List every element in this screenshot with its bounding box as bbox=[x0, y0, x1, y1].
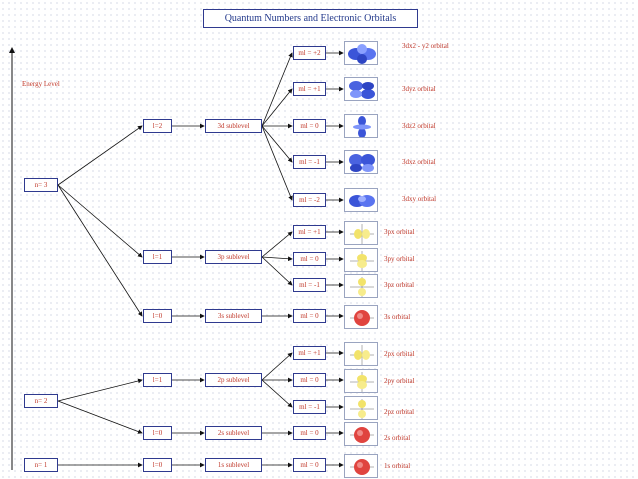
d-orbital-icon bbox=[344, 77, 378, 101]
orbital-label: 3px orbital bbox=[384, 228, 415, 236]
ml-box: ml = 0 bbox=[293, 119, 326, 133]
orbital-label: 2s orbital bbox=[384, 434, 411, 442]
ml-box: ml = -1 bbox=[293, 155, 326, 169]
sublevel-box: 2s sublevel bbox=[205, 426, 262, 440]
d-orbital-icon bbox=[344, 188, 378, 212]
n-1-box: n= 1 bbox=[24, 458, 58, 472]
orbital-label: 3dx2 - y2 orbital bbox=[402, 42, 449, 50]
sublevel-box: 3p sublevel bbox=[205, 250, 262, 264]
p-orbital-icon bbox=[344, 274, 378, 298]
l-box: l=1 bbox=[143, 373, 172, 387]
l-box: l=2 bbox=[143, 119, 172, 133]
d-orbital-icon bbox=[344, 150, 378, 174]
energy-level-label: Energy Level bbox=[22, 80, 60, 88]
l-box: l=0 bbox=[143, 458, 172, 472]
sublevel-box: 3d sublevel bbox=[205, 119, 262, 133]
orbital-label: 2py orbital bbox=[384, 377, 415, 385]
s-orbital-icon bbox=[344, 305, 378, 329]
ml-box: ml = +1 bbox=[293, 346, 326, 360]
p-orbital-icon bbox=[344, 248, 378, 272]
orbital-label: 2px orbital bbox=[384, 350, 415, 358]
p-orbital-icon bbox=[344, 369, 378, 393]
n-3-box: n= 3 bbox=[24, 178, 58, 192]
ml-box: ml = +1 bbox=[293, 82, 326, 96]
diagram-title: Quantum Numbers and Electronic Orbitals bbox=[203, 9, 418, 28]
orbital-label: 3py orbital bbox=[384, 255, 415, 263]
orbital-label: 3dxz orbital bbox=[402, 158, 436, 166]
ml-box: ml = -1 bbox=[293, 278, 326, 292]
ml-box: ml = 0 bbox=[293, 373, 326, 387]
s-orbital-icon bbox=[344, 422, 378, 446]
d-orbital-icon bbox=[344, 41, 378, 65]
sublevel-box: 3s sublevel bbox=[205, 309, 262, 323]
d-orbital-icon bbox=[344, 114, 378, 138]
orbital-label: 2pz orbital bbox=[384, 408, 415, 416]
sublevel-box: 2p sublevel bbox=[205, 373, 262, 387]
ml-box: ml = +1 bbox=[293, 225, 326, 239]
ml-box: ml = +2 bbox=[293, 46, 326, 60]
orbital-label: 3dyz orbital bbox=[402, 85, 436, 93]
ml-box: ml = 0 bbox=[293, 426, 326, 440]
orbital-label: 3dz2 orbital bbox=[402, 122, 436, 130]
n-2-box: n= 2 bbox=[24, 394, 58, 408]
orbital-label: 3pz orbital bbox=[384, 281, 415, 289]
p-orbital-icon bbox=[344, 221, 378, 245]
sublevel-box: 1s sublevel bbox=[205, 458, 262, 472]
ml-box: ml = -2 bbox=[293, 193, 326, 207]
ml-box: ml = 0 bbox=[293, 458, 326, 472]
ml-box: ml = -1 bbox=[293, 400, 326, 414]
s-orbital-icon bbox=[344, 454, 378, 478]
ml-box: ml = 0 bbox=[293, 309, 326, 323]
ml-box: ml = 0 bbox=[293, 252, 326, 266]
p-orbital-icon bbox=[344, 396, 378, 420]
l-box: l=0 bbox=[143, 309, 172, 323]
orbital-label: 1s orbital bbox=[384, 462, 411, 470]
l-box: l=0 bbox=[143, 426, 172, 440]
p-orbital-icon bbox=[344, 342, 378, 366]
orbital-label: 3dxy orbital bbox=[402, 195, 437, 203]
l-box: l=1 bbox=[143, 250, 172, 264]
orbital-label: 3s orbital bbox=[384, 313, 411, 321]
